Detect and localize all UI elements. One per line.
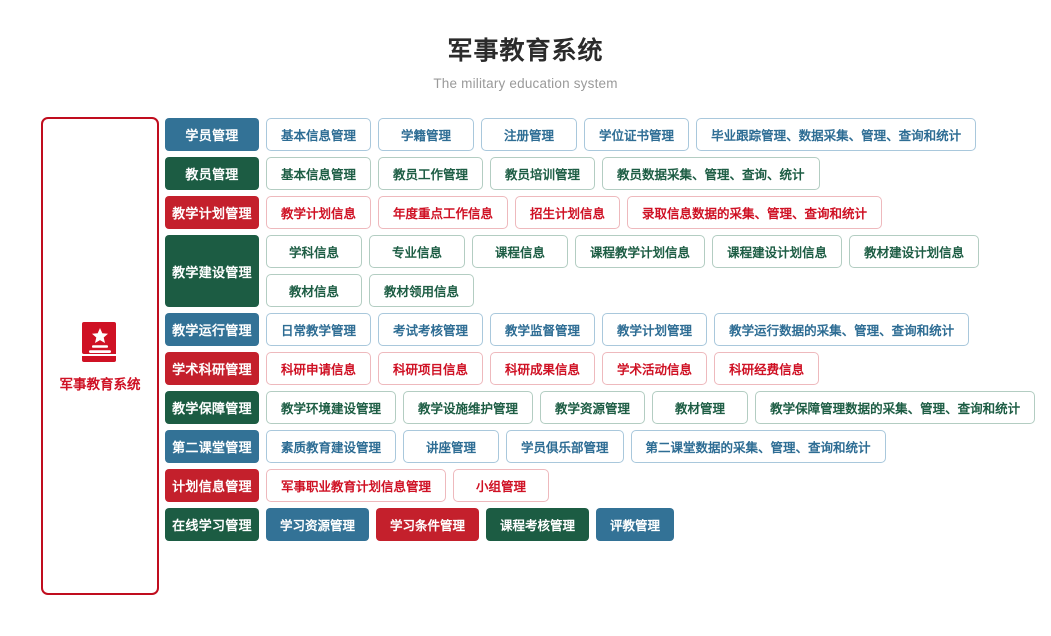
category-items: 教学计划信息年度重点工作信息招生计划信息录取信息数据的采集、管理、查询和统计 [266,196,883,230]
module-button[interactable]: 讲座管理 [403,430,500,464]
main-layout: 军事教育系统 学员管理基本信息管理学籍管理注册管理学位证书管理毕业跟踪管理、数据… [0,117,1051,596]
category-row: 学术科研管理科研申请信息科研项目信息科研成果信息学术活动信息科研经费信息 [165,352,1035,386]
module-button[interactable]: 专业信息 [369,235,466,269]
module-button[interactable]: 学术活动信息 [602,352,708,386]
module-button[interactable]: 教材信息 [266,274,363,308]
category-items: 军事职业教育计划信息管理小组管理 [266,469,550,503]
items-line: 教学环境建设管理教学设施维护管理教学资源管理教材管理教学保障管理数据的采集、管理… [266,391,1036,425]
module-button[interactable]: 教学计划信息 [266,196,372,230]
module-button[interactable]: 课程教学计划信息 [575,235,706,269]
category-button[interactable]: 教学保障管理 [165,391,259,425]
module-button[interactable]: 科研经费信息 [714,352,820,386]
page-header: 军事教育系统 The military education system [0,0,1051,91]
module-button[interactable]: 年度重点工作信息 [378,196,509,230]
module-button[interactable]: 教材建设计划信息 [849,235,980,269]
module-button[interactable]: 评教管理 [596,508,675,542]
category-items: 学习资源管理学习条件管理课程考核管理评教管理 [266,508,675,542]
module-button[interactable]: 教员培训管理 [490,157,596,191]
module-button[interactable]: 科研申请信息 [266,352,372,386]
module-button[interactable]: 课程建设计划信息 [712,235,843,269]
system-brand-card[interactable]: 军事教育系统 [41,117,159,596]
category-rows: 学员管理基本信息管理学籍管理注册管理学位证书管理毕业跟踪管理、数据采集、管理、查… [165,117,1036,542]
category-button[interactable]: 教学运行管理 [165,313,259,347]
module-button[interactable]: 教学环境建设管理 [266,391,397,425]
module-button[interactable]: 第二课堂数据的采集、管理、查询和统计 [630,430,886,464]
module-button[interactable]: 教学设施维护管理 [403,391,534,425]
module-button[interactable]: 教学资源管理 [540,391,646,425]
module-button[interactable]: 注册管理 [481,118,578,152]
page-title: 军事教育系统 [447,37,604,65]
module-button[interactable]: 军事职业教育计划信息管理 [266,469,447,503]
module-button[interactable]: 教学运行数据的采集、管理、查询和统计 [714,313,970,347]
category-button[interactable]: 教员管理 [165,157,259,191]
module-button[interactable]: 科研成果信息 [490,352,596,386]
module-button[interactable]: 小组管理 [453,469,550,503]
module-button[interactable]: 录取信息数据的采集、管理、查询和统计 [627,196,883,230]
category-button[interactable]: 教学计划管理 [165,196,259,230]
category-items: 日常教学管理考试考核管理教学监督管理教学计划管理教学运行数据的采集、管理、查询和… [266,313,970,347]
category-items: 教学环境建设管理教学设施维护管理教学资源管理教材管理教学保障管理数据的采集、管理… [266,391,1036,425]
page-subtitle: The military education system [433,76,618,92]
category-button[interactable]: 在线学习管理 [165,508,259,542]
module-button[interactable]: 基本信息管理 [266,157,372,191]
items-line: 军事职业教育计划信息管理小组管理 [266,469,550,503]
module-button[interactable]: 学位证书管理 [584,118,690,152]
items-line: 日常教学管理考试考核管理教学监督管理教学计划管理教学运行数据的采集、管理、查询和… [266,313,970,347]
category-items: 基本信息管理教员工作管理教员培训管理教员数据采集、管理、查询、统计 [266,157,820,191]
category-button[interactable]: 计划信息管理 [165,469,259,503]
category-row: 教学建设管理学科信息专业信息课程信息课程教学计划信息课程建设计划信息教材建设计划… [165,235,1035,308]
category-items: 素质教育建设管理讲座管理学员俱乐部管理第二课堂数据的采集、管理、查询和统计 [266,430,886,464]
module-button[interactable]: 科研项目信息 [378,352,484,386]
category-button[interactable]: 学术科研管理 [165,352,259,386]
items-line: 基本信息管理学籍管理注册管理学位证书管理毕业跟踪管理、数据采集、管理、查询和统计 [266,118,977,152]
book-star-icon [80,320,120,364]
brand-label: 军事教育系统 [59,376,141,392]
category-button[interactable]: 第二课堂管理 [165,430,259,464]
category-row: 教学运行管理日常教学管理考试考核管理教学监督管理教学计划管理教学运行数据的采集、… [165,313,1035,347]
items-line: 基本信息管理教员工作管理教员培训管理教员数据采集、管理、查询、统计 [266,157,820,191]
module-button[interactable]: 教员数据采集、管理、查询、统计 [602,157,820,191]
module-button[interactable]: 教材管理 [652,391,749,425]
items-line: 学习资源管理学习条件管理课程考核管理评教管理 [266,508,675,542]
module-button[interactable]: 学籍管理 [378,118,475,152]
items-line: 科研申请信息科研项目信息科研成果信息学术活动信息科研经费信息 [266,352,820,386]
module-button[interactable]: 基本信息管理 [266,118,372,152]
module-button[interactable]: 课程考核管理 [486,508,590,542]
category-button[interactable]: 教学建设管理 [165,235,259,308]
category-row: 教学计划管理教学计划信息年度重点工作信息招生计划信息录取信息数据的采集、管理、查… [165,196,1035,230]
category-row: 在线学习管理学习资源管理学习条件管理课程考核管理评教管理 [165,508,1035,542]
category-row: 计划信息管理军事职业教育计划信息管理小组管理 [165,469,1035,503]
module-button[interactable]: 教材领用信息 [369,274,475,308]
category-row: 教员管理基本信息管理教员工作管理教员培训管理教员数据采集、管理、查询、统计 [165,157,1035,191]
module-button[interactable]: 教学计划管理 [602,313,708,347]
category-items: 学科信息专业信息课程信息课程教学计划信息课程建设计划信息教材建设计划信息教材信息… [266,235,980,308]
category-items: 基本信息管理学籍管理注册管理学位证书管理毕业跟踪管理、数据采集、管理、查询和统计 [266,118,977,152]
module-button[interactable]: 考试考核管理 [378,313,484,347]
category-items: 科研申请信息科研项目信息科研成果信息学术活动信息科研经费信息 [266,352,820,386]
module-button[interactable]: 教学保障管理数据的采集、管理、查询和统计 [755,391,1036,425]
items-line: 教材信息教材领用信息 [266,274,979,308]
items-line: 教学计划信息年度重点工作信息招生计划信息录取信息数据的采集、管理、查询和统计 [266,196,883,230]
module-button[interactable]: 日常教学管理 [266,313,372,347]
module-button[interactable]: 学习资源管理 [266,508,370,542]
module-button[interactable]: 教员工作管理 [378,157,484,191]
module-button[interactable]: 招生计划信息 [515,196,621,230]
module-button[interactable]: 素质教育建设管理 [266,430,397,464]
category-row: 第二课堂管理素质教育建设管理讲座管理学员俱乐部管理第二课堂数据的采集、管理、查询… [165,430,1035,464]
category-row: 教学保障管理教学环境建设管理教学设施维护管理教学资源管理教材管理教学保障管理数据… [165,391,1036,425]
module-button[interactable]: 学科信息 [266,235,363,269]
category-row: 学员管理基本信息管理学籍管理注册管理学位证书管理毕业跟踪管理、数据采集、管理、查… [165,118,1035,152]
items-line: 学科信息专业信息课程信息课程教学计划信息课程建设计划信息教材建设计划信息 [266,235,980,269]
module-button[interactable]: 毕业跟踪管理、数据采集、管理、查询和统计 [696,118,977,152]
module-button[interactable]: 课程信息 [472,235,569,269]
module-button[interactable]: 学习条件管理 [376,508,480,542]
module-button[interactable]: 学员俱乐部管理 [506,430,624,464]
category-button[interactable]: 学员管理 [165,118,259,152]
module-button[interactable]: 教学监督管理 [490,313,596,347]
items-line: 素质教育建设管理讲座管理学员俱乐部管理第二课堂数据的采集、管理、查询和统计 [266,430,886,464]
